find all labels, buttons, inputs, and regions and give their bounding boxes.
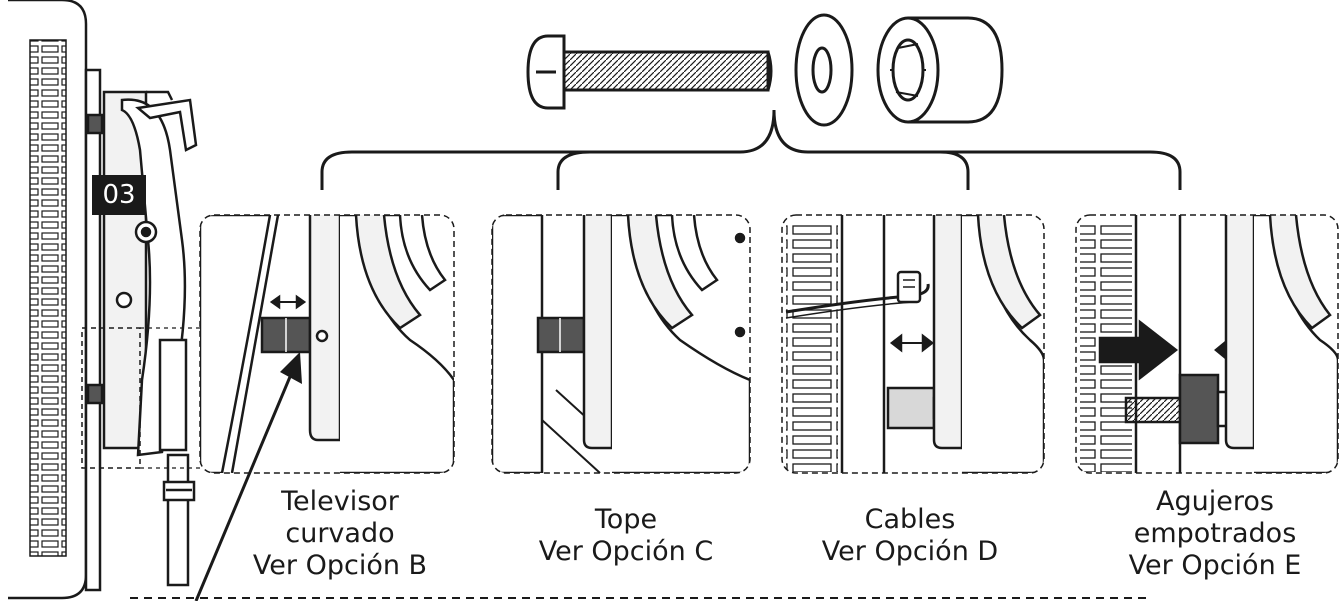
detail-zoom-box [81,327,141,469]
caption-line: empotrados [1133,518,1297,549]
caption-option-b: Televisor curvado Ver Opción B [250,486,430,582]
panel-curved-tv [199,214,455,474]
tv-side-view [8,0,102,600]
panel-spacer [491,214,751,474]
step-badge: 03 [92,175,146,215]
panel-recessed-holes [1075,214,1339,474]
caption-line: Ver Opción D [821,536,999,567]
caption-option-d: Cables Ver Opción D [800,504,1020,568]
caption-line: Tope [594,504,658,535]
caption-option-e: Agujeros empotrados Ver Opción E [1102,486,1328,582]
option-brace [320,109,1182,190]
panel-cables [781,214,1045,474]
caption-option-c: Tope Ver Opción C [516,504,736,568]
caption-line: Ver Opción C [538,536,714,567]
washer-icon [794,13,854,127]
caption-line: Ver Opción B [252,550,428,581]
caption-line: Televisor [281,486,399,517]
caption-line: Agujeros [1156,486,1274,517]
wall-mount-bracket [86,90,198,587]
screw-icon [526,34,773,110]
pointer-arrow [194,352,302,601]
caption-line: Cables [864,504,956,535]
caption-line: Ver Opción E [1128,550,1302,581]
spacer-icon [876,16,1004,124]
caption-line: curvado [285,518,395,549]
